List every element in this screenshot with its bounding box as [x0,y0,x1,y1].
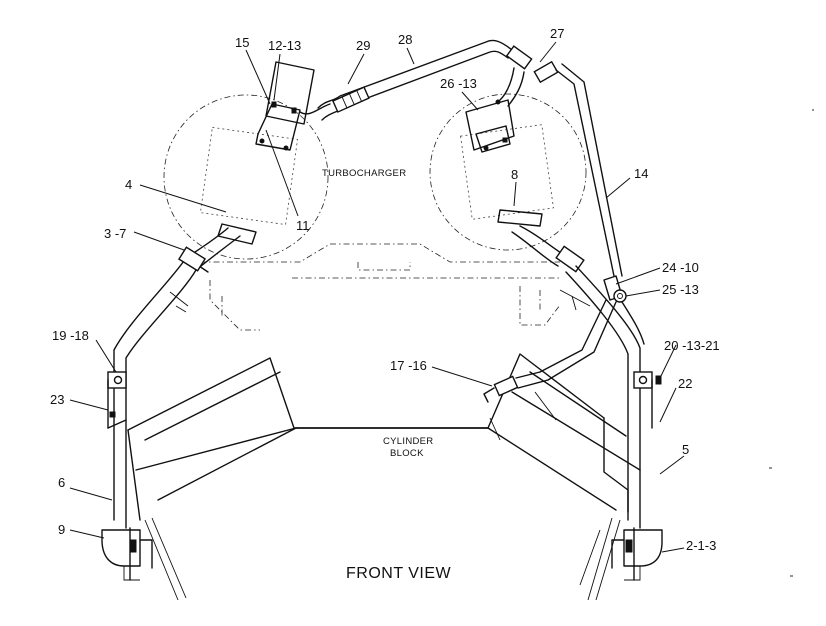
callout-2-1-3: 2-1-3 [686,538,716,553]
left-clamp-bracket [107,371,127,429]
callout-27: 27 [550,26,564,41]
callout-23: 23 [50,392,64,407]
left-oil-drain-tube [113,223,257,529]
turbocharger-right-outline [429,93,587,251]
callout-9: 9 [58,522,65,537]
callout-26-13: 26 -13 [440,76,477,91]
right-elbow-fitting [611,527,663,581]
callout-17-16: 17 -16 [390,358,427,373]
callout-5: 5 [682,442,689,457]
callout-8: 8 [511,167,518,182]
fitting-17-16 [483,371,549,403]
callout-28: 28 [398,32,412,47]
callout-6: 6 [58,475,65,490]
cylinder-block-label-line2: BLOCK [390,448,424,459]
elbow-fitting-27 [533,60,559,84]
callout-3-7: 3 -7 [104,226,126,241]
tee-fitting-27 [505,45,533,70]
callout-20-13-21: 20 -13-21 [664,338,720,353]
engine-manifold-outline [200,243,561,331]
cylinder-block-label-line1: CYLINDER [383,436,433,447]
callout-19-18: 19 -18 [52,328,89,343]
callout-numbers: 15 12-13 29 28 27 26 -13 4 11 8 14 3 -7 … [50,26,720,553]
tee-fitting-24 [539,275,645,381]
cylinder-block: CYLINDER BLOCK [127,353,641,601]
callout-14: 14 [634,166,648,181]
union-fitting-29 [332,86,370,113]
callout-22: 22 [678,376,692,391]
right-clamp-bracket [633,371,662,429]
leader-lines [69,41,685,553]
left-turbo-oil-block [255,61,331,151]
view-title: FRONT VIEW [346,565,452,582]
turbocharger-label: TURBOCHARGER [322,168,406,179]
callout-12-13: 12-13 [268,38,301,53]
callout-15: 15 [235,35,249,50]
callout-25-13: 25 -13 [662,282,699,297]
right-oil-drain-tube [497,209,641,529]
turbocharger-left-outline [163,94,329,260]
right-turbo-oil-block [465,99,515,153]
scan-marks [769,109,814,577]
callout-4: 4 [125,177,132,192]
callout-24-10: 24 -10 [662,260,699,275]
callout-11: 11 [296,218,310,233]
oil-supply-line [317,39,623,277]
left-elbow-fitting [101,527,153,581]
callout-29: 29 [356,38,370,53]
